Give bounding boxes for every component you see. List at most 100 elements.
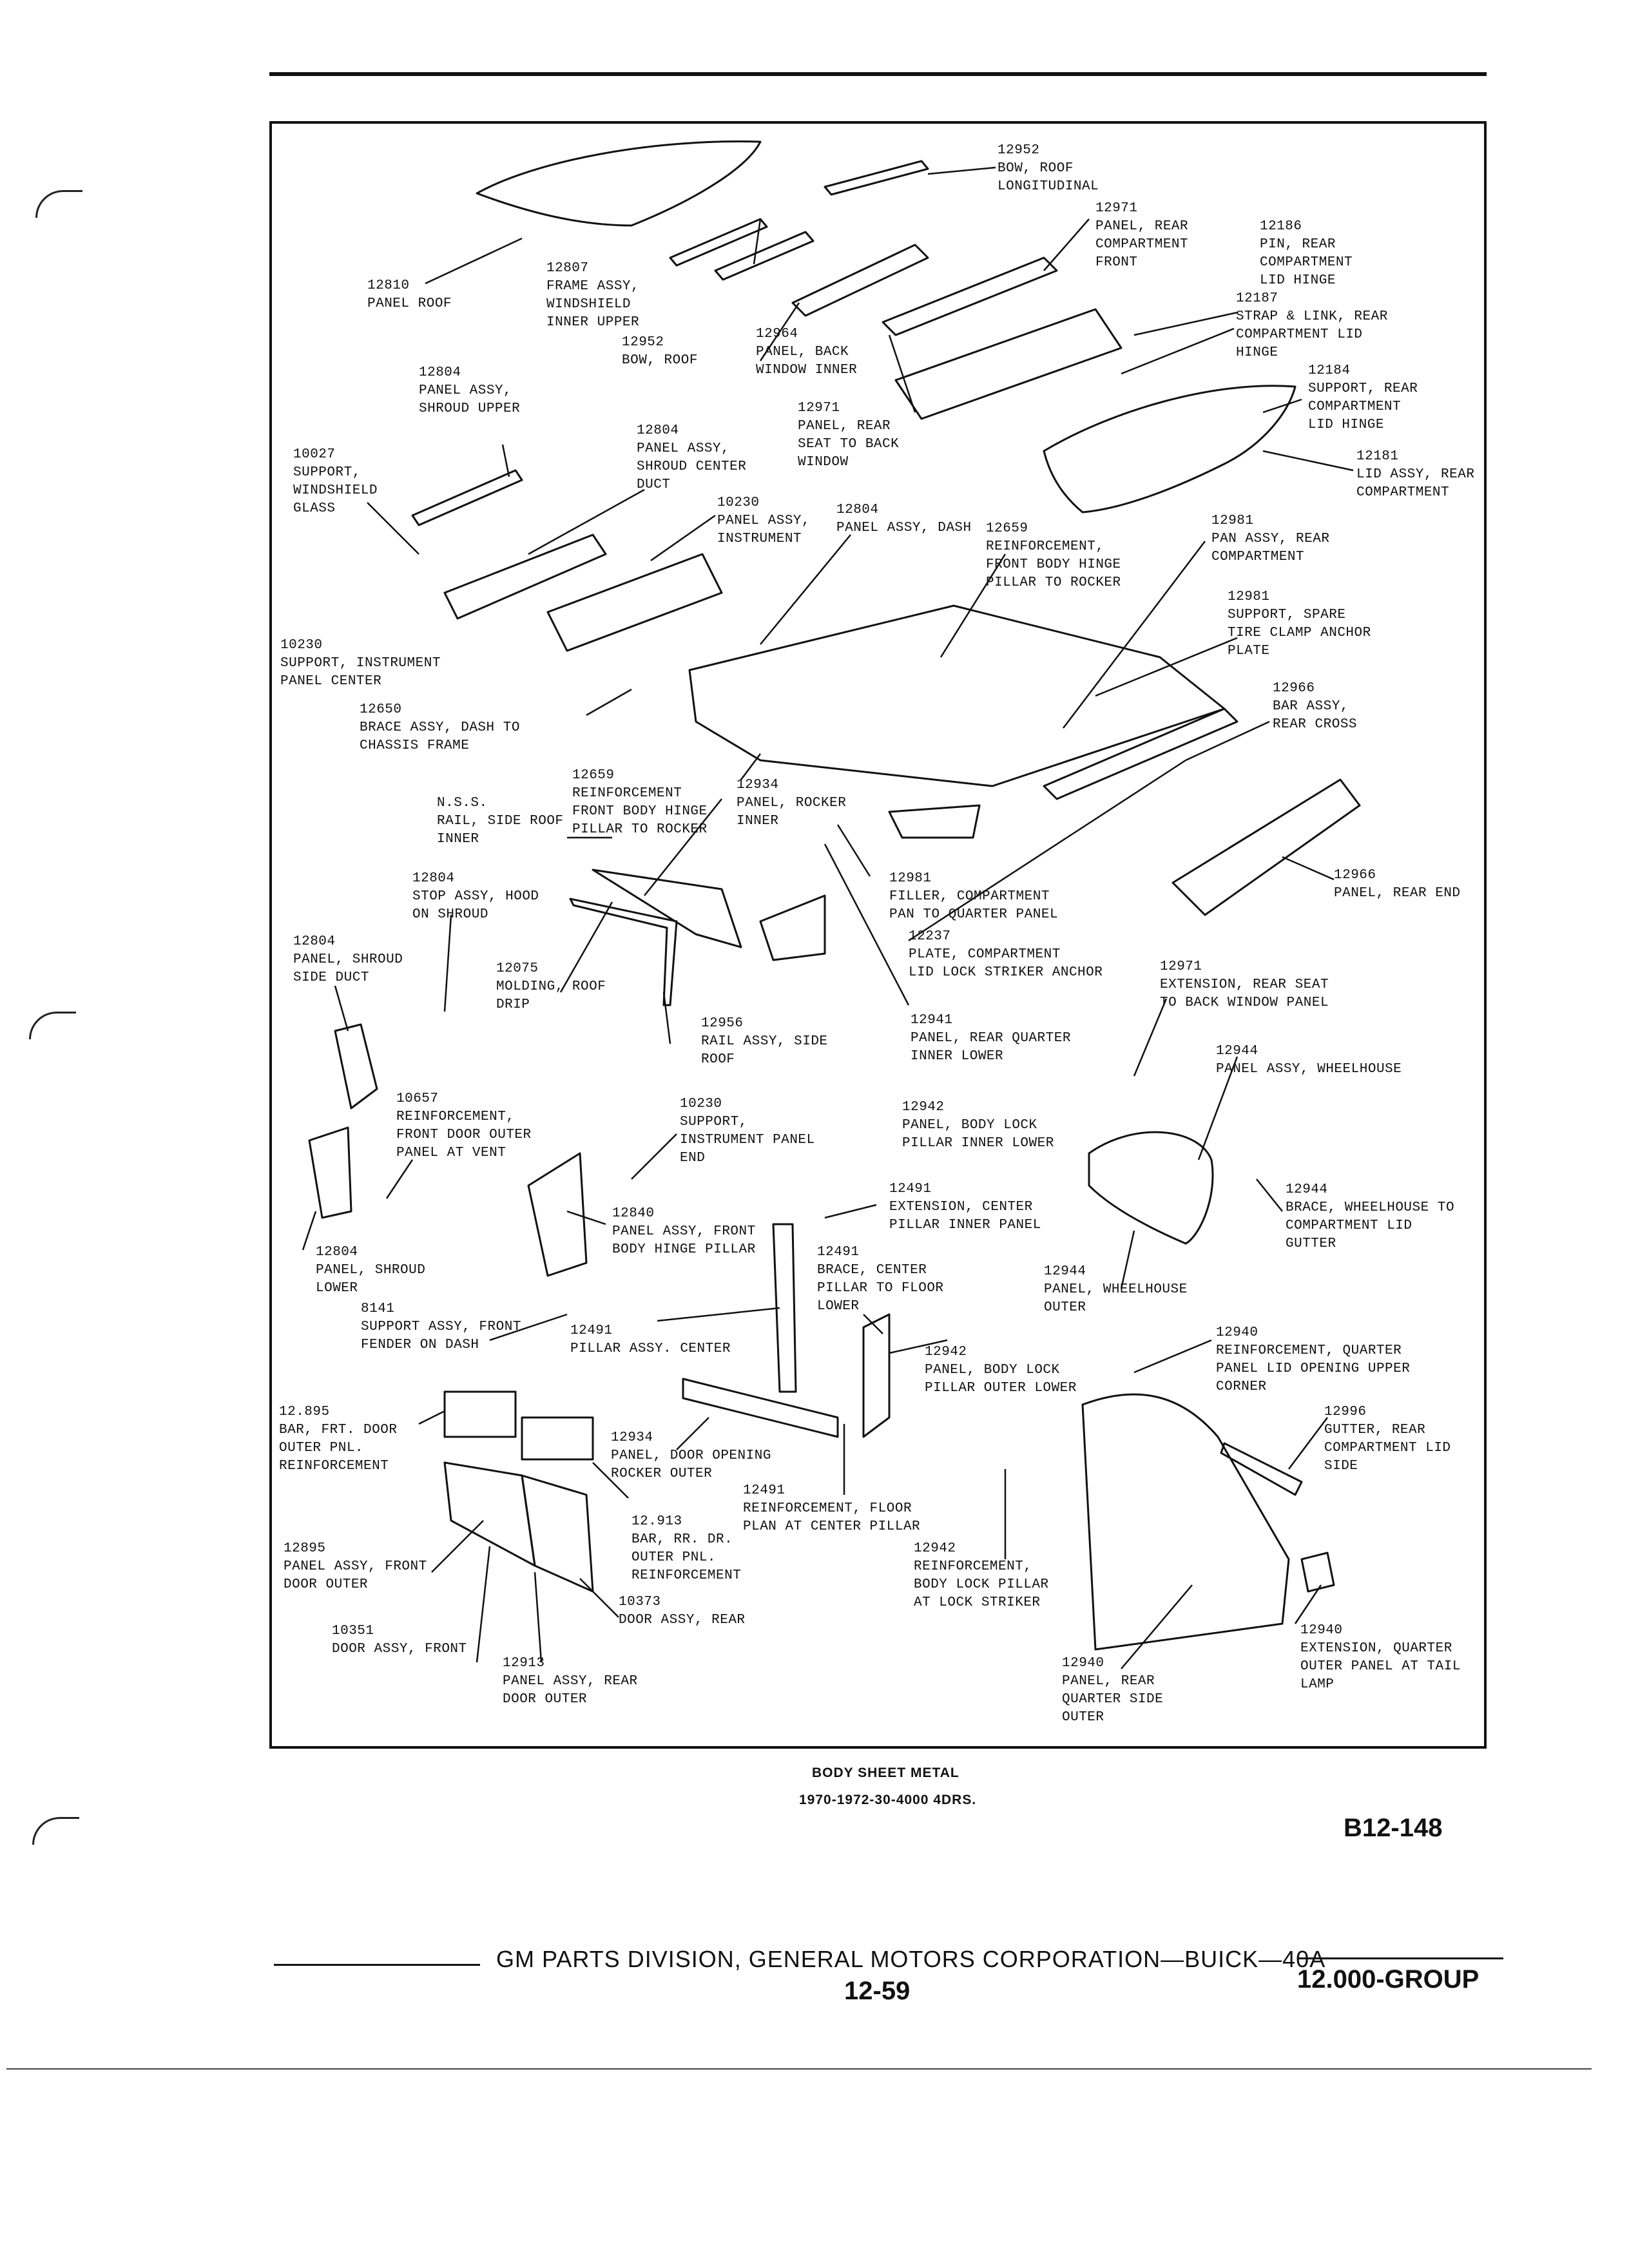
leader-line [824,1204,877,1219]
center-pillar-shape [772,1223,797,1393]
leader-line [1197,1056,1239,1160]
leader-line [425,237,523,285]
top-rule [269,72,1487,76]
leader-line [1294,1584,1322,1624]
hinge-pillar-shape [527,1152,588,1277]
leader-line [1288,1417,1328,1470]
label-12075-molding-roof-drip: 12075 MOLDING, ROOF DRIP [496,961,606,1012]
leader-line [863,1314,883,1334]
footer-rule-left [274,1964,480,1966]
rear-door-bar-shape [521,1416,594,1461]
label-12804-panel-assy-dash: 12804 PANEL ASSY, DASH [836,503,972,535]
rear-cross-bar-shape [1043,707,1239,800]
rocker-inner-shape [888,804,981,839]
label-10351-door-assy-front: 10351 DOOR ASSY, FRONT [332,1624,467,1657]
label-12942-reinforcement-body-lock-pillar: 12942 REINFORCEMENT, BODY LOCK PILLAR AT… [914,1541,1049,1610]
label-10657-reinforcement-front-door: 10657 REINFORCEMENT, FRONT DOOR OUTER PA… [396,1091,532,1160]
leader-line [559,901,613,993]
label-12952-bow-roof: 12952 BOW, ROOF [622,335,698,368]
leader-line [302,1211,317,1251]
group-label: 12.000-GROUP [1297,1965,1480,1994]
leader-line [650,514,716,562]
label-12942-panel-body-lock-pillar-outer: 12942 PANEL, BODY LOCK PILLAR OUTER LOWE… [925,1345,1077,1396]
front-door-bar-shape [443,1390,517,1438]
leader-line [418,1410,445,1425]
gutter-shape [1220,1442,1303,1496]
quarter-outer-shape [1081,1393,1290,1651]
label-10027-support-windshield-glass: 10027 SUPPORT, WINDSHIELD GLASS [293,447,378,516]
quarter-inner-lower-shape [759,894,826,961]
leader-line [753,218,762,265]
label-12659-reinforcement-hinge-pillar-mid: 12659 REINFORCEMENT FRONT BODY HINGE PIL… [572,768,708,837]
leader-line [759,302,800,361]
rear-comp-front-panel-shape [882,256,1058,336]
leader-line [431,1520,484,1573]
leader-line [1262,398,1302,414]
leader-line [443,914,452,1012]
leader-line [586,688,632,716]
label-12491-reinforcement-floor-plan: 12491 REINFORCEMENT, FLOOR PLAN AT CENTE… [743,1483,921,1534]
label-12181-lid-assy-rear-comp: 12181 LID ASSY, REAR COMPARTMENT [1356,449,1475,500]
leader-line [631,1133,677,1180]
label-12650-brace-assy-dash: 12650 BRACE ASSY, DASH TO CHASSIS FRAME [360,702,520,753]
label-12491-extension-center-pillar: 12491 EXTENSION, CENTER PILLAR INNER PAN… [889,1182,1041,1233]
footer-text: GM PARTS DIVISION, GENERAL MOTORS CORPOR… [496,1946,1326,1972]
caption-subtitle: 1970-1972-30-4000 4DRS. [799,1792,977,1807]
leader-line [1063,541,1206,729]
leader-line [385,1159,414,1199]
instrument-panel-shape [546,553,723,652]
leader-line [476,1546,491,1663]
lock-pillar-outer-shape [862,1313,891,1438]
roof-panel-shape [476,140,762,227]
label-10230-panel-assy-instrument: 10230 PANEL ASSY, INSTRUMENT [717,495,811,546]
label-12981-support-spare-tire: 12981 SUPPORT, SPARE TIRE CLAMP ANCHOR P… [1228,590,1371,658]
label-12981-filler-comp-pan: 12981 FILLER, COMPARTMENT PAN TO QUARTER… [889,871,1059,922]
leader-line [592,1462,629,1499]
rocker-outer-shape [682,1378,839,1438]
leader-line [1133,1339,1212,1374]
leader-line [1185,720,1270,762]
leader-line [334,985,349,1032]
label-12804-stop-assy-hood: 12804 STOP ASSY, HOOD ON SHROUD [412,871,539,922]
shroud-duct-shape [443,533,607,620]
label-8141-support-assy-front-fender: 8141 SUPPORT ASSY, FRONT FENDER ON DASH [361,1302,521,1352]
leader-line [657,1307,780,1322]
rear-door-shape [521,1474,594,1593]
label-12237-plate-lid-lock-striker: 12237 PLATE, COMPARTMENT LID LOCK STRIKE… [909,929,1103,980]
label-12186-pin-rear-comp-lid-hinge: 12186 PIN, REAR COMPARTMENT LID HINGE [1260,219,1353,288]
wheelhouse-shape [1088,1131,1214,1245]
leader-line [1121,1584,1193,1669]
label-12944-brace-wheelhouse: 12944 BRACE, WHEELHOUSE TO COMPARTMENT L… [1286,1182,1455,1251]
leader-line [927,166,996,175]
label-10373-door-assy-rear: 10373 DOOR ASSY, REAR [619,1595,746,1628]
label-12966-panel-rear-end: 12966 PANEL, REAR END [1334,868,1461,901]
label-12913-bar-rr-dr: 12.913 BAR, RR. DR. OUTER PNL. REINFORCE… [631,1514,742,1583]
label-12952-bow-roof-longitudinal: 12952 BOW, ROOF LONGITUDINAL [998,143,1099,194]
diagram-frame [269,121,1487,1749]
label-12944-panel-wheelhouse-outer: 12944 PANEL, WHEELHOUSE OUTER [1044,1264,1188,1315]
leader-line [1282,856,1335,881]
leader-line [534,1571,543,1663]
tail-lamp-extension-shape [1300,1552,1335,1593]
label-12971-panel-rear-comp-front: 12971 PANEL, REAR COMPARTMENT FRONT [1095,201,1189,270]
page-number: 12-59 [844,1977,911,2005]
footer-rule-right-top [1297,1957,1503,1959]
label-12940-reinforcement-quarter-panel: 12940 REINFORCEMENT, QUARTER PANEL LID O… [1216,1325,1411,1394]
leader-line [908,759,1186,942]
windshield-frame-shape [714,231,815,281]
rear-seat-panel-shape [894,308,1123,420]
leader-line [836,824,871,877]
label-12981-pan-assy-rear-comp: 12981 PAN ASSY, REAR COMPARTMENT [1211,514,1330,564]
label-12491-pillar-assy-center: 12491 PILLAR ASSY. CENTER [570,1323,731,1356]
bow-longitudinal-shape [824,160,929,196]
label-12659-reinforcement-hinge-pillar-top: 12659 REINFORCEMENT, FRONT BODY HINGE PI… [986,521,1121,590]
label-12804-panel-assy-shroud-upper: 12804 PANEL ASSY, SHROUD UPPER [419,365,521,416]
leader-line [1095,637,1238,697]
label-12966-bar-assy-rear-cross: 12966 BAR ASSY, REAR CROSS [1273,681,1358,732]
label-12941-panel-rear-quarter-inner-lower: 12941 PANEL, REAR QUARTER INNER LOWER [911,1013,1071,1064]
bottom-rule [6,2068,1592,2070]
diagram-code: B12-148 [1344,1814,1443,1842]
floor-pan-shape [688,604,1226,787]
rear-lid-shape [1043,385,1296,514]
